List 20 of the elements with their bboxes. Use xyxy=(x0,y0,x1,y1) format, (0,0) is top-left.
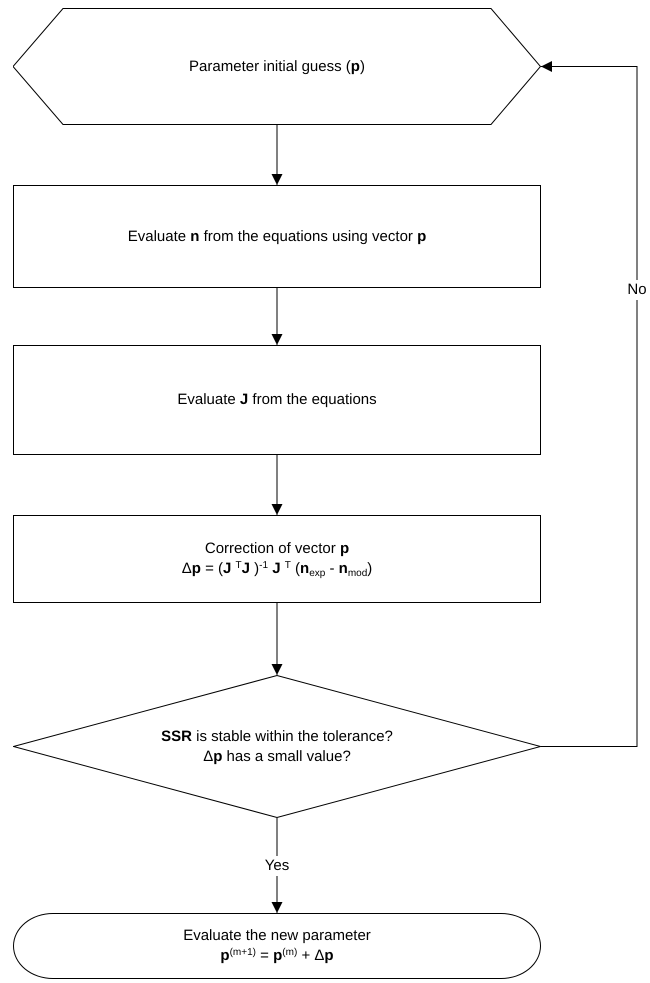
decision-diamond xyxy=(13,675,541,818)
edge-label: Yes xyxy=(262,856,292,876)
node-text: Evaluate J from the equations xyxy=(177,390,377,410)
node-text: SSR is stable within the tolerance? xyxy=(161,726,393,746)
arrow xyxy=(272,288,282,346)
arrow xyxy=(272,454,282,516)
process-box xyxy=(13,515,541,603)
node-text: Evaluate the new parameter xyxy=(183,926,371,946)
process-box xyxy=(13,345,541,455)
node-text: Δp = (J $^{T}$J )$^{-1}$ J $^{T}$ (n$_{exp}$ - n$_{mod}$) xyxy=(182,559,372,579)
preparation-hexagon xyxy=(13,8,541,125)
node-text: Parameter initial guess (p) xyxy=(189,56,365,76)
node-text: Evaluate n from the equations using vector p xyxy=(128,226,426,246)
process-box xyxy=(13,185,541,288)
node-text: Δp has a small value? xyxy=(203,746,351,766)
arrow xyxy=(272,602,282,676)
node-text: Correction of vector p xyxy=(204,539,350,559)
arrow xyxy=(272,124,282,186)
arrow xyxy=(540,61,638,747)
node-text: p$^{(m+1)}$ = p$^{(m)}$ + Δp xyxy=(220,946,334,966)
